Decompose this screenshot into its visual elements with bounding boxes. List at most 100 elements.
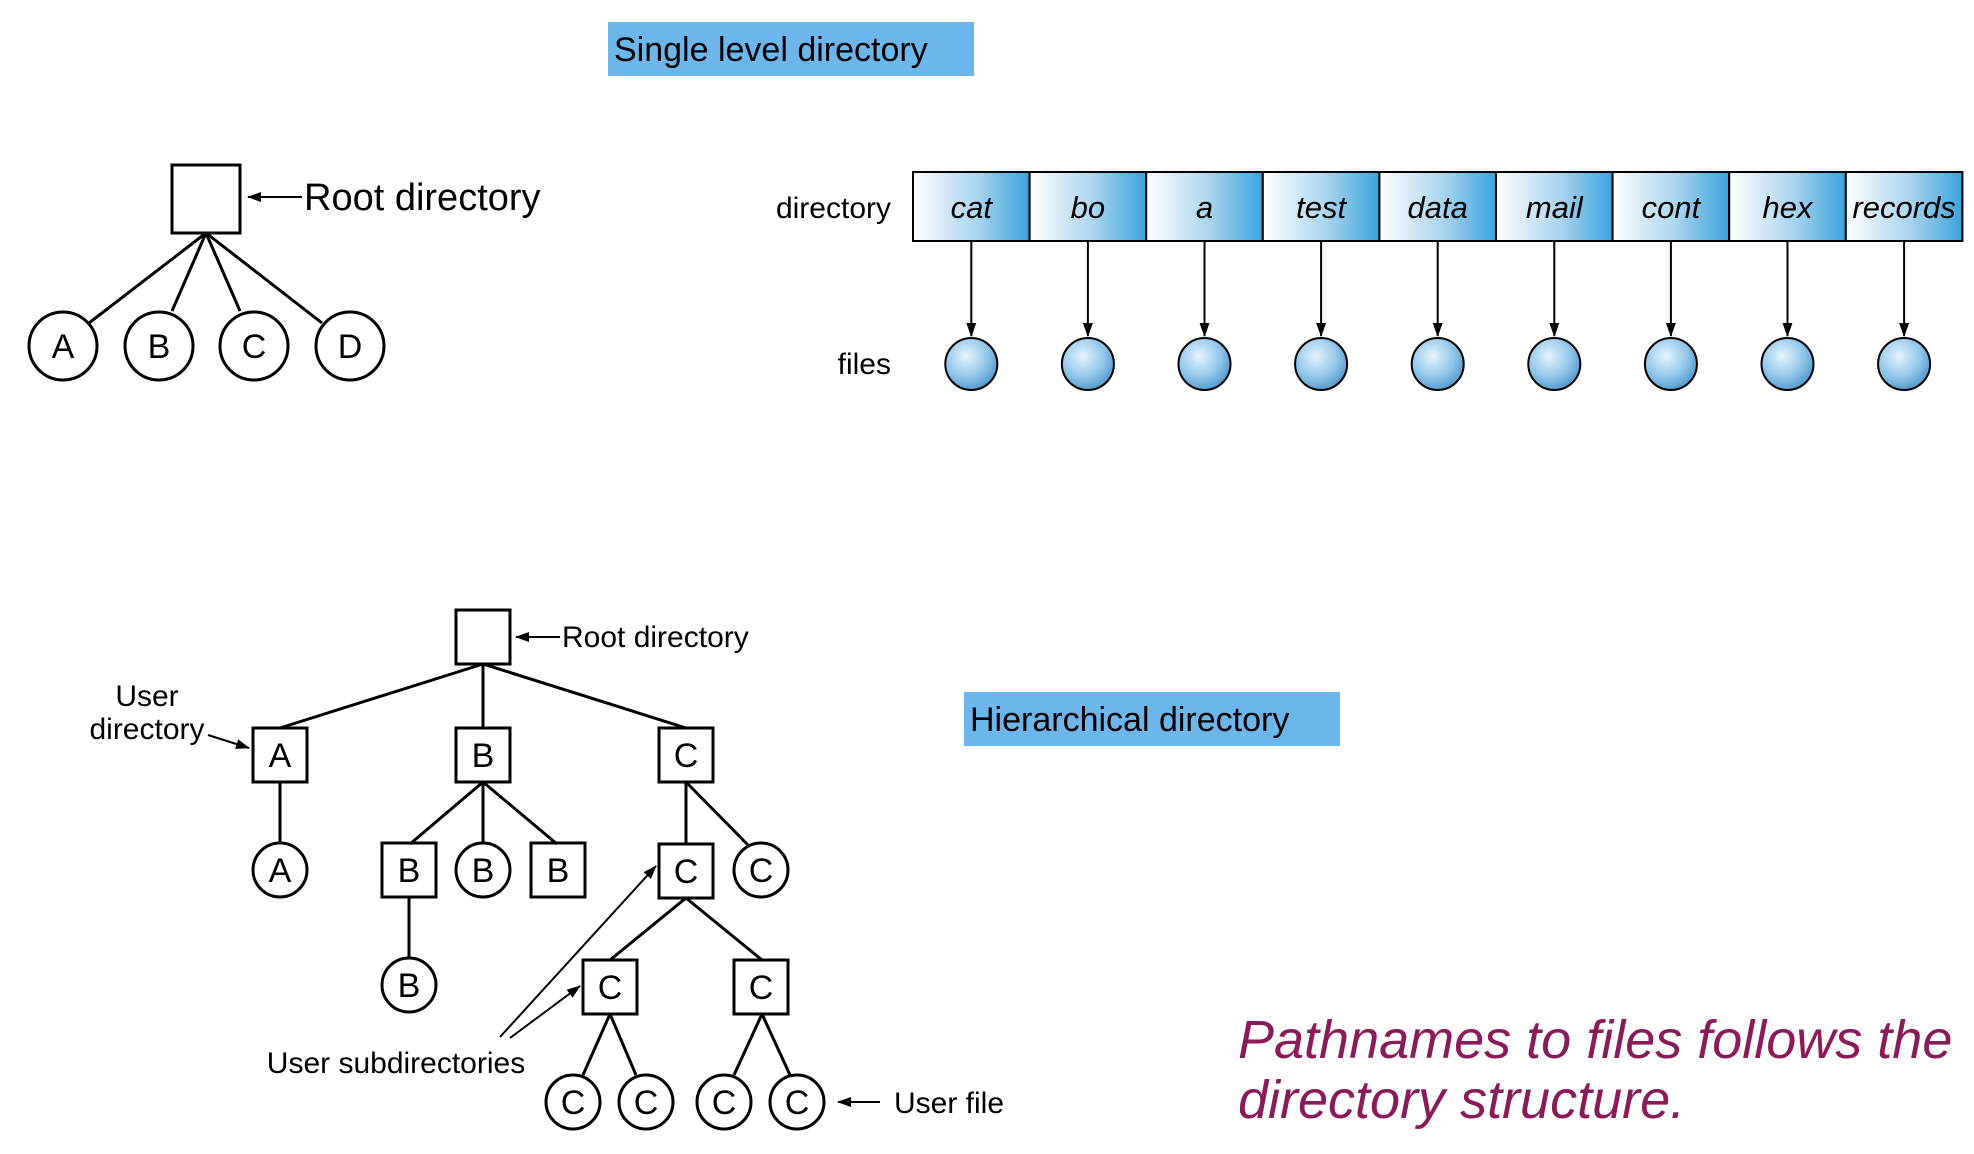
user-file-a [251, 841, 309, 899]
user-file-c4-label: C [712, 1084, 737, 1122]
single-level-title-text: Single level directory [614, 31, 928, 69]
user-file-a-label: A [269, 852, 292, 890]
files-row-label: files [838, 348, 891, 381]
user-file-c2 [544, 1073, 602, 1131]
tree-edge [608, 1013, 638, 1076]
hierarchical-title-highlight [964, 692, 1340, 746]
tree-edge [482, 780, 558, 846]
user-dir-c-box [657, 726, 715, 784]
file-node-d [314, 310, 386, 382]
file-node-a [27, 310, 99, 382]
user-file-b1-label: B [472, 852, 495, 890]
directory-entry-cell [912, 171, 1031, 242]
user-subdirectories-label: User subdirectories [267, 1047, 525, 1080]
tree-edge [170, 232, 208, 312]
subdir-b2-label: B [547, 852, 570, 890]
file-node-c [218, 310, 290, 382]
user-file-c5 [768, 1073, 826, 1131]
tree-edge [88, 231, 207, 325]
directory-entry-cell [1844, 171, 1964, 242]
directory-entry-name: a [1196, 190, 1213, 225]
root-directory-box [170, 163, 242, 235]
directory-row-label: directory [776, 192, 891, 225]
user-file-b1 [454, 841, 512, 899]
single-level-title-highlight [608, 22, 974, 76]
tree-edge [205, 231, 323, 325]
user-directory-arrow [207, 734, 250, 749]
subdir-c3-box [732, 958, 790, 1016]
subdir-b2-box [529, 841, 587, 899]
user-file-c3 [617, 1073, 675, 1131]
user-dir-b-box [454, 726, 512, 784]
pathname-note: Pathnames to files follows the directory… [1238, 1010, 1952, 1130]
user-dir-a-label: A [269, 737, 292, 775]
file-ball [1643, 337, 1698, 391]
file-ball [1760, 337, 1815, 391]
directory-entry-name: data [1408, 190, 1468, 225]
user-file-c3-label: C [634, 1084, 659, 1122]
directory-entry-name: cont [1642, 190, 1702, 225]
user-file-b2 [380, 956, 438, 1014]
file-node-b [123, 310, 195, 382]
subdir-c1-box [657, 842, 715, 900]
subdir-b1-label: B [398, 852, 421, 890]
file-node-a-label: A [52, 328, 75, 366]
tree-edge [482, 662, 687, 730]
tree-edge [279, 662, 484, 730]
user-file-c5-label: C [785, 1084, 810, 1122]
file-node-d-label: D [338, 328, 363, 366]
subdir-c1-label: C [674, 853, 699, 891]
hier-root-label: Root directory [562, 621, 749, 654]
user-subdir-arrow-1 [499, 865, 657, 1038]
root-directory-label: Root directory [304, 177, 541, 219]
file-ball [1527, 337, 1582, 391]
file-ball [1410, 337, 1465, 391]
tree-edge [204, 232, 242, 312]
tree-edge [609, 896, 687, 962]
subdir-c2-box [581, 958, 639, 1016]
directory-entries: cat bo a test data mail cont hex records [912, 171, 1964, 391]
subdir-c2-label: C [598, 969, 623, 1007]
directory-entry-cell [1495, 171, 1614, 242]
file-ball [1294, 337, 1349, 391]
single-level-title: Single level directory [608, 22, 974, 76]
user-file-label: User file [894, 1087, 1004, 1120]
user-directory-label-line2: directory [89, 713, 204, 746]
user-subdir-arrow-2 [509, 985, 581, 1039]
pathname-note-line1: Pathnames to files follows the [1238, 1010, 1952, 1070]
file-ball [1177, 337, 1232, 391]
tree-edge [685, 896, 763, 962]
pathname-note-line2: directory structure. [1238, 1070, 1685, 1130]
directory-entry-name: test [1296, 190, 1347, 225]
tree-edge [409, 780, 484, 846]
single-level-table: directory files cat bo a test data mail cont he… [776, 171, 1964, 391]
user-file-c2-label: C [561, 1084, 586, 1122]
user-file-b2-label: B [398, 967, 421, 1005]
subdir-b1-box [380, 841, 438, 899]
hierarchical-title-text: Hierarchical directory [970, 701, 1289, 739]
tree-edge [760, 1013, 792, 1076]
hierarchical-tree: Root directory User directory A B C A B … [89, 608, 1004, 1131]
directory-entry-name: cat [951, 190, 994, 225]
directory-entry-cell [1261, 171, 1381, 242]
file-ball [1877, 337, 1932, 391]
directory-entry-name: records [1852, 190, 1955, 225]
user-file-c4 [695, 1073, 753, 1131]
subdir-c3-label: C [749, 969, 774, 1007]
single-level-tree: Root directory A B C D [27, 163, 541, 382]
tree-edge [684, 780, 750, 847]
user-dir-b-label: B [472, 737, 495, 775]
directory-entry-name: hex [1763, 190, 1814, 225]
directory-entry-name: bo [1071, 190, 1105, 225]
file-node-c-label: C [242, 328, 267, 366]
tree-edge [732, 1013, 764, 1076]
user-dir-a-box [251, 726, 309, 784]
directory-entry-cell [1378, 171, 1498, 242]
hier-root-box [454, 608, 512, 666]
user-directory-label-line1: User [115, 680, 178, 713]
user-dir-c-label: C [674, 737, 699, 775]
file-node-b-label: B [148, 328, 171, 366]
file-ball [944, 337, 999, 391]
file-ball [1060, 337, 1115, 391]
directory-entry-name: mail [1526, 190, 1584, 225]
